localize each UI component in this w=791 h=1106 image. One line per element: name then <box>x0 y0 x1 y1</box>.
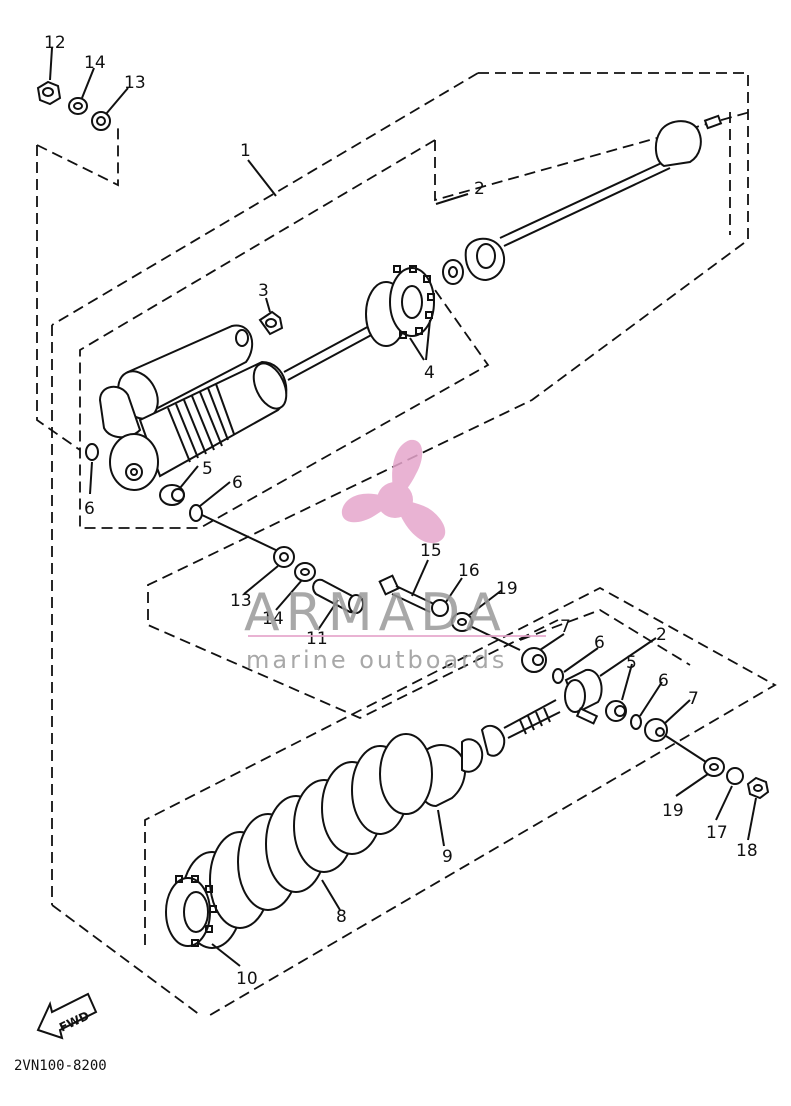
label-10: 10 <box>236 969 258 989</box>
shock-absorber-body <box>98 317 389 491</box>
label-6-upper: 6 <box>232 473 243 493</box>
label-12: 12 <box>44 33 66 53</box>
nut-19-mid <box>451 612 473 632</box>
label-6-lower: 6 <box>594 633 605 653</box>
label-5-upper: 5 <box>202 459 213 479</box>
label-15: 15 <box>420 541 442 561</box>
collar-5-lower <box>605 700 627 722</box>
o-ring-6-left <box>85 443 99 461</box>
diagram-code: 2VN100-8200 <box>14 1058 107 1074</box>
bushing-7-left <box>521 647 547 673</box>
label-7-left: 7 <box>560 617 571 637</box>
forward-direction-arrow: FWD <box>36 992 98 1040</box>
nut-18 <box>746 776 770 800</box>
label-3: 3 <box>258 281 269 301</box>
label-1: 1 <box>240 141 251 161</box>
label-2-lower: 2 <box>656 625 667 645</box>
label-14-top: 14 <box>84 53 106 73</box>
spring-adjuster-10 <box>165 875 217 947</box>
label-9: 9 <box>442 847 453 867</box>
armada-watermark: ARMADA marine outboards <box>244 439 546 674</box>
watermark-tagline: marine outboards <box>246 646 507 674</box>
label-7-right: 7 <box>688 689 699 709</box>
bushing-7-right <box>644 718 668 742</box>
label-2-top: 2 <box>474 179 485 199</box>
spring-seat-4 <box>365 265 435 361</box>
label-11: 11 <box>306 629 328 649</box>
label-19-right: 19 <box>662 801 684 821</box>
washer-13-top <box>91 111 111 131</box>
collar-5-upper <box>159 484 185 506</box>
washer-13-mid <box>273 546 295 568</box>
label-13-mid: 13 <box>230 591 252 611</box>
label-5-lower: 5 <box>626 653 637 673</box>
label-16: 16 <box>458 561 480 581</box>
rebound-rubber-2 <box>442 114 723 285</box>
watermark-brand: ARMADA <box>244 583 507 643</box>
part-labels: 12 14 13 1 2 3 4 5 6 6 13 14 11 15 16 19… <box>44 33 758 989</box>
label-14-mid: 14 <box>262 609 284 629</box>
collar-11 <box>312 578 364 614</box>
o-ring-6-lower <box>552 668 564 684</box>
coil-spring-8 <box>181 733 433 949</box>
bolt-15 <box>378 574 435 613</box>
bushing-14-top <box>68 97 88 115</box>
o-ring-6-right <box>630 714 642 730</box>
label-17: 17 <box>706 823 728 843</box>
leader-lines <box>49 47 757 967</box>
label-6-left: 6 <box>84 499 95 519</box>
label-13-top: 13 <box>124 73 146 93</box>
lower-eyelet-2 <box>564 668 603 725</box>
label-4: 4 <box>424 363 435 383</box>
assembly-frames <box>36 72 777 1019</box>
washer-16 <box>431 599 449 617</box>
nut-19-right <box>703 757 725 777</box>
washer-17 <box>726 767 744 785</box>
o-ring-6-upper <box>189 504 203 522</box>
label-19-mid: 19 <box>496 579 518 599</box>
label-8: 8 <box>336 907 347 927</box>
nut-12 <box>36 80 62 106</box>
screw-3 <box>258 310 284 336</box>
bushing-14-mid <box>294 562 316 582</box>
propeller-logo <box>341 439 446 544</box>
spring-guide-9 <box>415 699 561 808</box>
label-18: 18 <box>736 841 758 861</box>
label-6-right: 6 <box>658 671 669 691</box>
